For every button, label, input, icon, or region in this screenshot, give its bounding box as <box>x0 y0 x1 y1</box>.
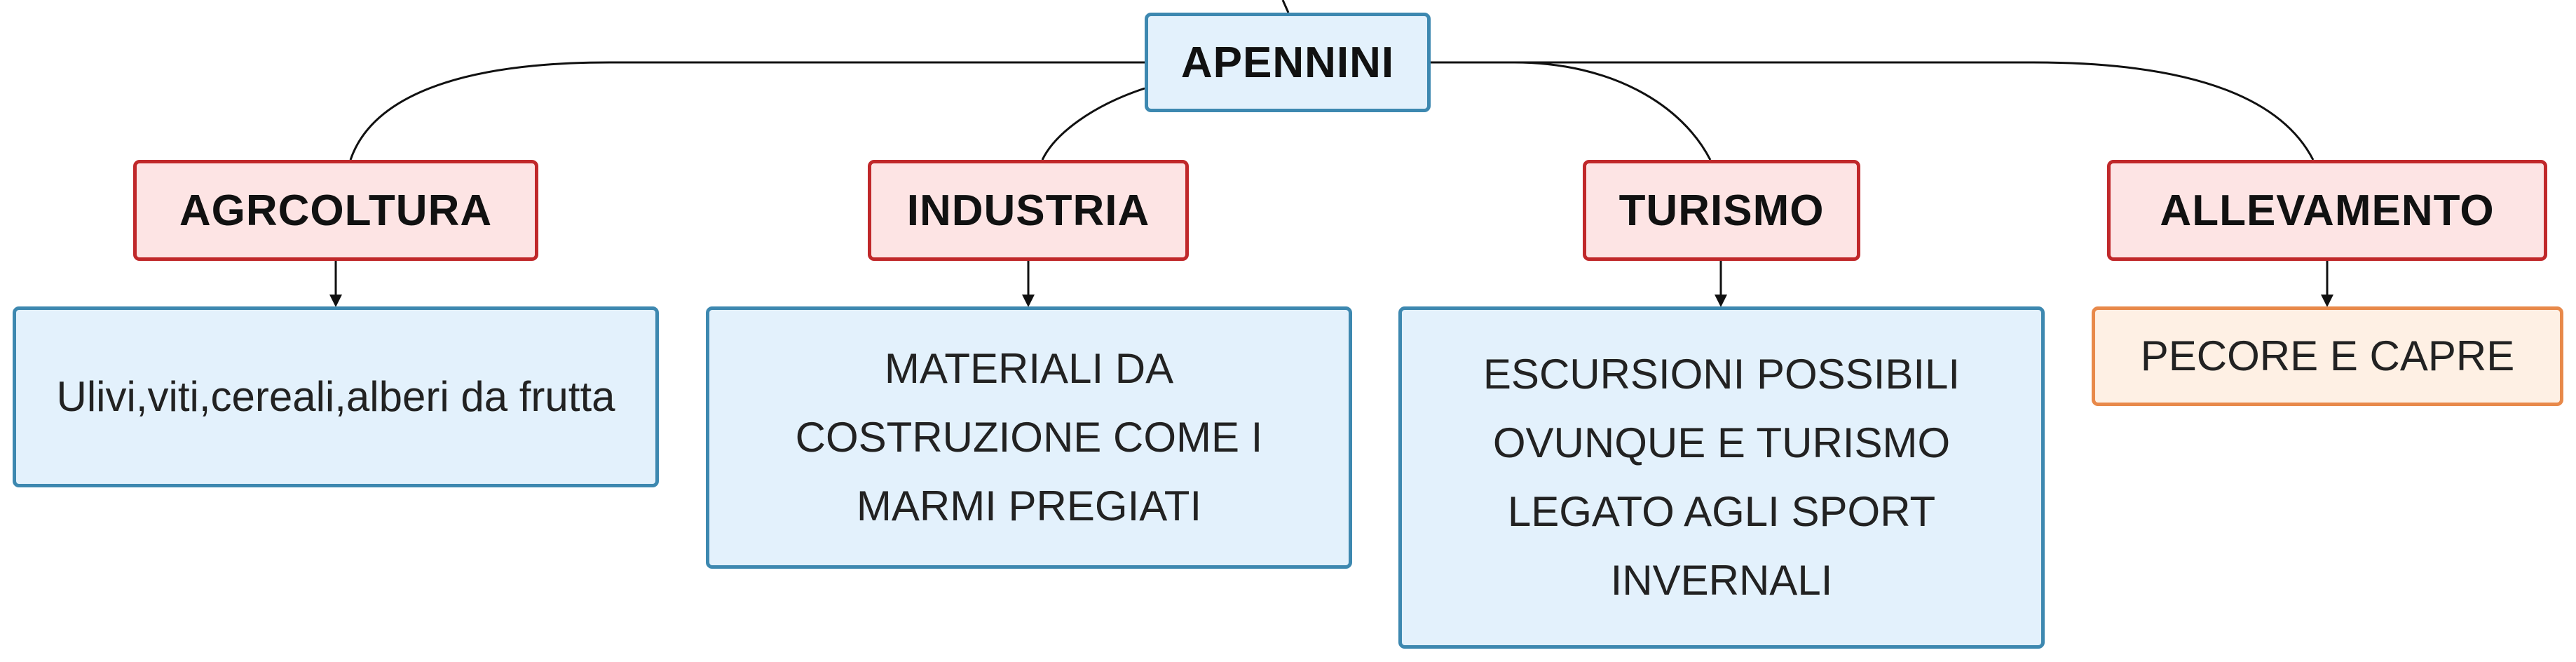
link-industria <box>1041 87 1145 161</box>
detail-text: Ulivi,viti,cereali,alberi da frutta <box>56 373 615 420</box>
category-node-allevamento[interactable]: ALLEVAMENTO <box>2107 160 2547 261</box>
category-label: AGRCOLTURA <box>179 186 493 235</box>
parent-link <box>1281 0 1290 13</box>
category-node-turismo[interactable]: TURISMO <box>1583 160 1860 261</box>
category-node-industria[interactable]: INDUSTRIA <box>868 160 1189 261</box>
root-node[interactable]: APENNINI <box>1145 13 1431 112</box>
detail-node-industria[interactable]: MATERIALI DA COSTRUZIONE COME I MARMI PR… <box>706 306 1352 569</box>
link-allevamento <box>1431 61 2315 161</box>
root-label: APENNINI <box>1180 38 1395 87</box>
category-label: TURISMO <box>1618 186 1825 235</box>
link-agrcoltura <box>349 61 1145 161</box>
detail-node-allevamento[interactable]: PECORE E CAPRE <box>2092 306 2563 406</box>
detail-text: PECORE E CAPRE <box>2140 332 2515 379</box>
detail-node-turismo[interactable]: ESCURSIONI POSSIBILI OVUNQUE E TURISMO L… <box>1398 306 2045 649</box>
detail-text: MATERIALI DA COSTRUZIONE COME I MARMI PR… <box>795 345 1263 529</box>
detail-text: ESCURSIONI POSSIBILI OVUNQUE E TURISMO L… <box>1483 351 1961 604</box>
link-turismo <box>1431 61 1712 161</box>
category-node-agrcoltura[interactable]: AGRCOLTURA <box>133 160 538 261</box>
category-label: ALLEVAMENTO <box>2160 186 2495 235</box>
detail-node-agrcoltura[interactable]: Ulivi,viti,cereali,alberi da frutta <box>13 306 659 487</box>
category-label: INDUSTRIA <box>906 186 1150 235</box>
